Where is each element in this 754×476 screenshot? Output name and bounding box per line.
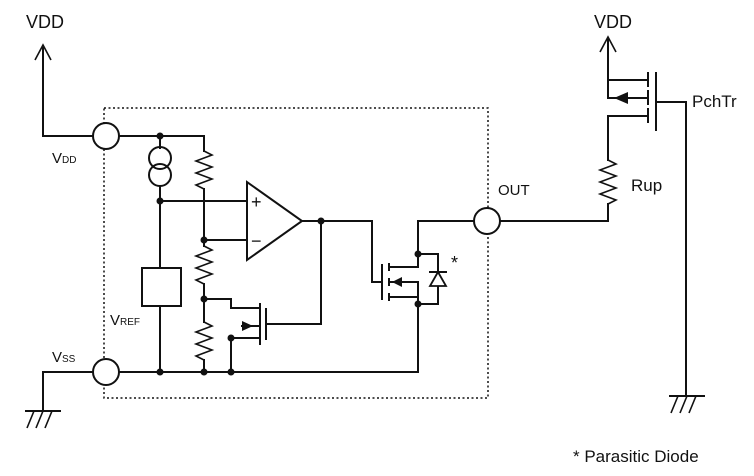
hysteresis-nmos [203,298,322,373]
vdd-right-label: VDD [594,12,632,32]
vref-label: VREF [110,312,140,329]
vref-source [141,267,182,307]
vdd-pin-label: VDD [52,150,76,167]
pmos-pullup-transistor [607,72,687,161]
ground-left [25,371,94,429]
output-nmos [371,220,419,373]
out-pin [473,207,501,235]
resistor-divider [193,135,215,373]
footnote-parasitic-diode: * Parasitic Diode [573,447,699,466]
comparator-minus-label: − [251,231,262,251]
vss-pin-label: VSS [52,349,76,366]
ic-package-boundary [103,107,489,399]
pullup-resistor-label: Rup [631,176,662,195]
ground-right [669,101,705,414]
parasitic-diode-asterisk: * [451,253,458,273]
vdd-pin [92,122,120,150]
pch-transistor-label: PchTr [692,92,737,111]
out-pin-label: OUT [498,182,530,199]
vdd-left-label: VDD [26,12,64,32]
comparator-plus-label: + [251,192,262,212]
parasitic-diode [417,253,448,305]
pullup-resistor [597,159,619,222]
vdd-supply-left [34,43,94,137]
vdd-supply-right [599,35,617,81]
vss-pin [92,358,120,386]
comparator [246,180,304,262]
